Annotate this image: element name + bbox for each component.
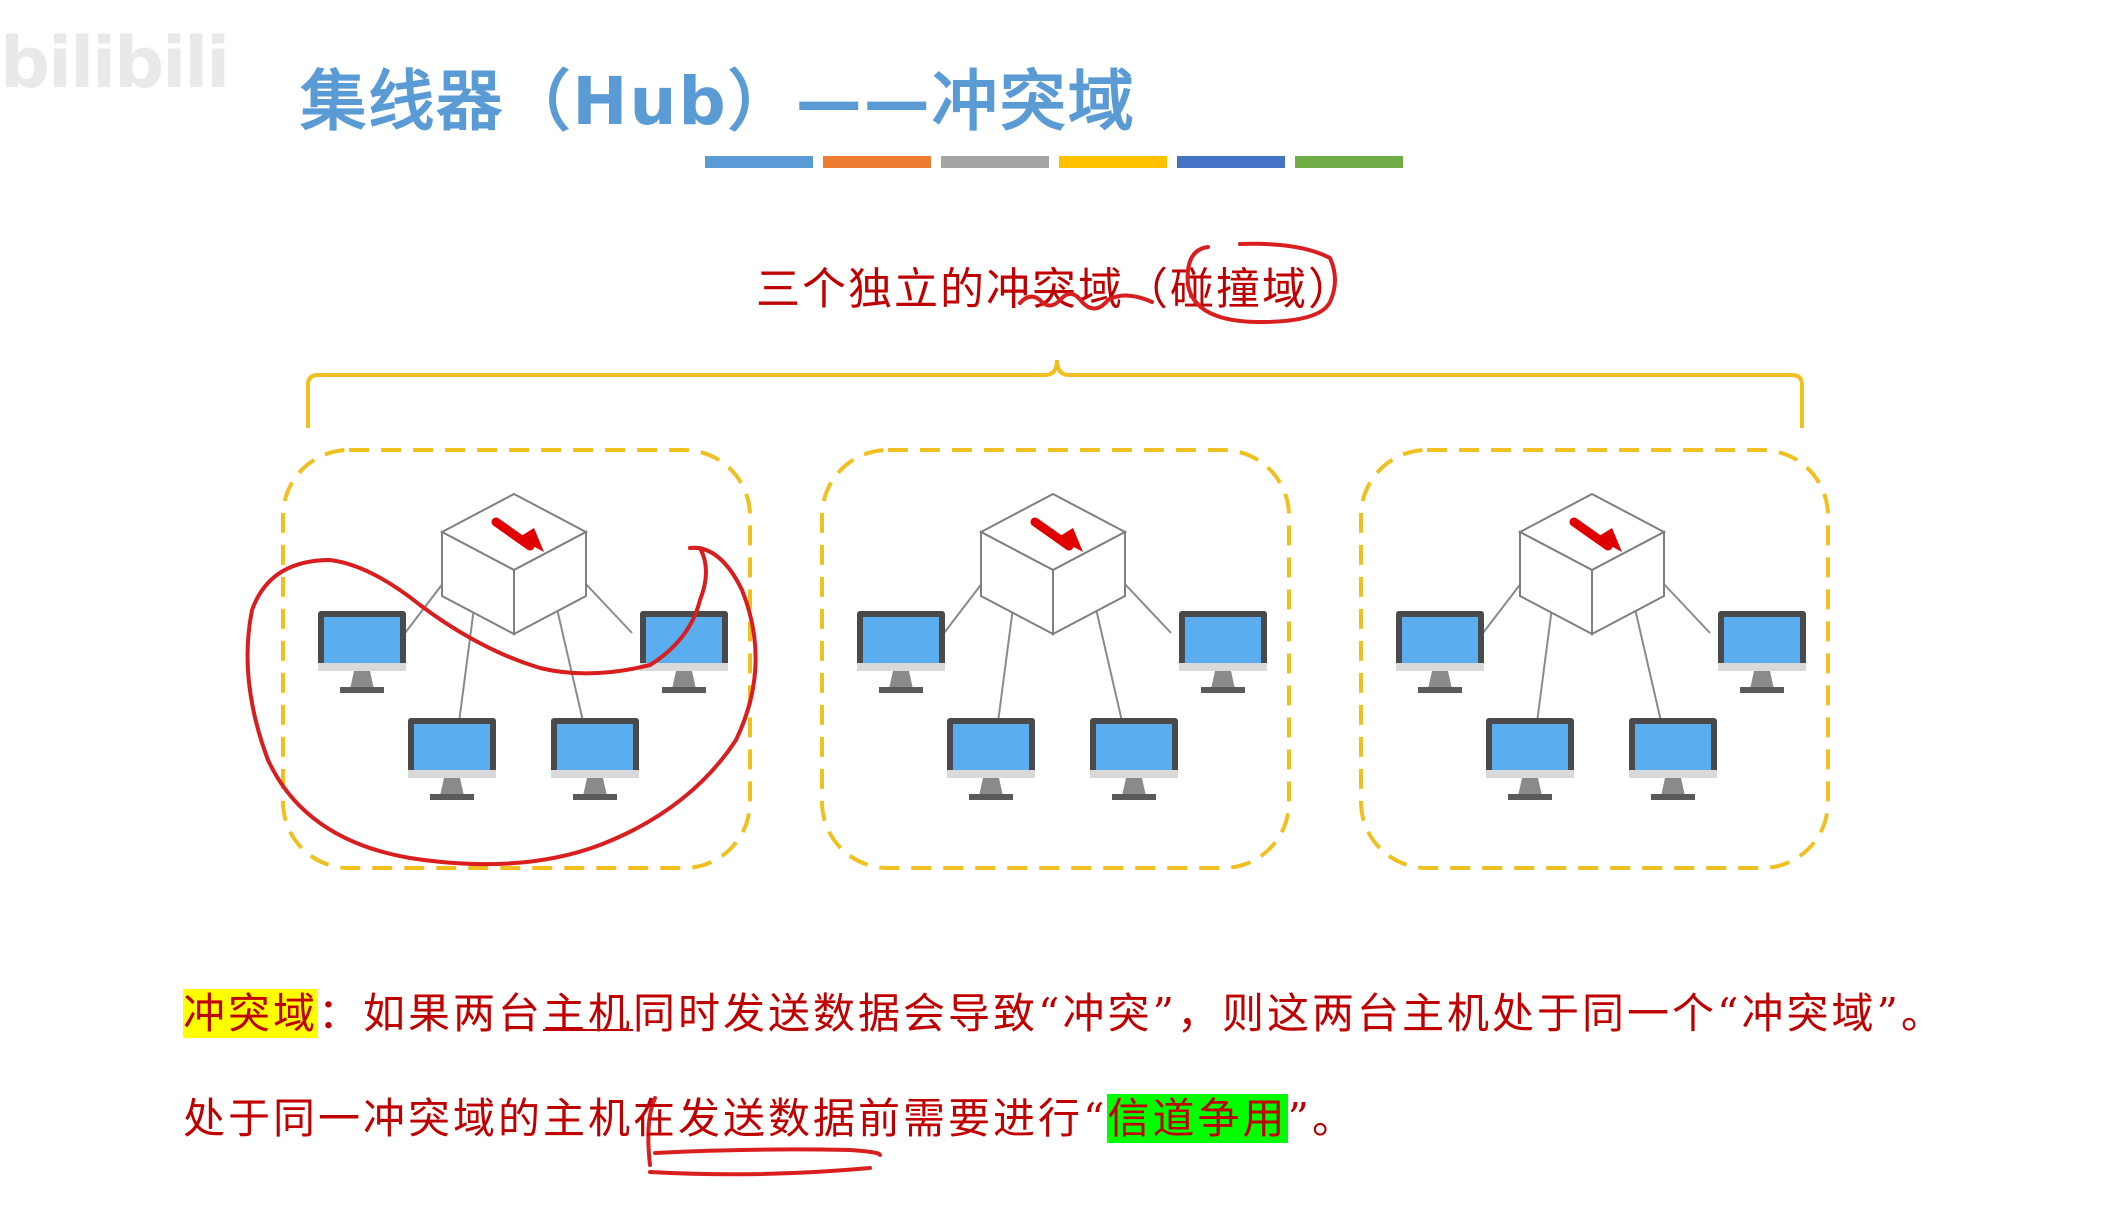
brace-bracket [306, 359, 1804, 428]
host-term: 主机 [543, 989, 634, 1038]
computer-icon [408, 718, 496, 800]
computer-icon [1629, 718, 1717, 800]
annotation-underline-squiggle [1018, 291, 1154, 311]
computer-icon [1179, 611, 1267, 693]
definition-line: 冲突域：如果两台主机同时发送数据会导致“冲突”，则这两台主机处于同一个“冲突域”… [183, 980, 1946, 1041]
color-bar-5 [1177, 156, 1285, 168]
annotation-circle-term [1185, 241, 1337, 324]
hub-icon [442, 494, 586, 634]
collision-domain-3 [1359, 448, 1830, 870]
annotation-underline-send [646, 1096, 882, 1177]
annotation-domain-loop [245, 545, 758, 867]
computer-icon [1090, 718, 1178, 800]
computer-icon [640, 611, 728, 693]
page-title: 集线器（Hub）——冲突域 [300, 63, 1136, 140]
channel-contention-highlight: 信道争用 [1107, 1094, 1288, 1143]
bilibili-watermark: bilibili [0, 22, 230, 104]
color-bar-2 [823, 156, 931, 168]
computer-icon [1718, 611, 1806, 693]
computer-icon [947, 718, 1035, 800]
hub-icon [1520, 494, 1664, 634]
color-bar-3 [941, 156, 1049, 168]
definition-rest: 同时发送数据会导致“冲突”，则这两台主机处于同一个“冲突域”。 [633, 989, 1946, 1038]
term-highlight: 冲突域 [183, 989, 319, 1038]
collision-domain-2 [820, 448, 1291, 870]
computer-icon [1486, 718, 1574, 800]
computer-icon [1396, 611, 1484, 693]
computer-icon [857, 611, 945, 693]
contention-line: 处于同一冲突域的主机在发送数据前需要进行“信道争用”。 [183, 1085, 1357, 1146]
contention-suffix: ”。 [1287, 1094, 1357, 1143]
color-bar-1 [705, 156, 813, 168]
computer-icon [318, 611, 406, 693]
definition-colon: ：如果两台 [318, 989, 544, 1038]
color-bar-4 [1059, 156, 1167, 168]
color-bar-6 [1295, 156, 1403, 168]
computer-icon [551, 718, 639, 800]
hub-icon [981, 494, 1125, 634]
contention-prefix: 处于同一冲突域的主机在发送数据前需要进行“ [183, 1094, 1108, 1143]
